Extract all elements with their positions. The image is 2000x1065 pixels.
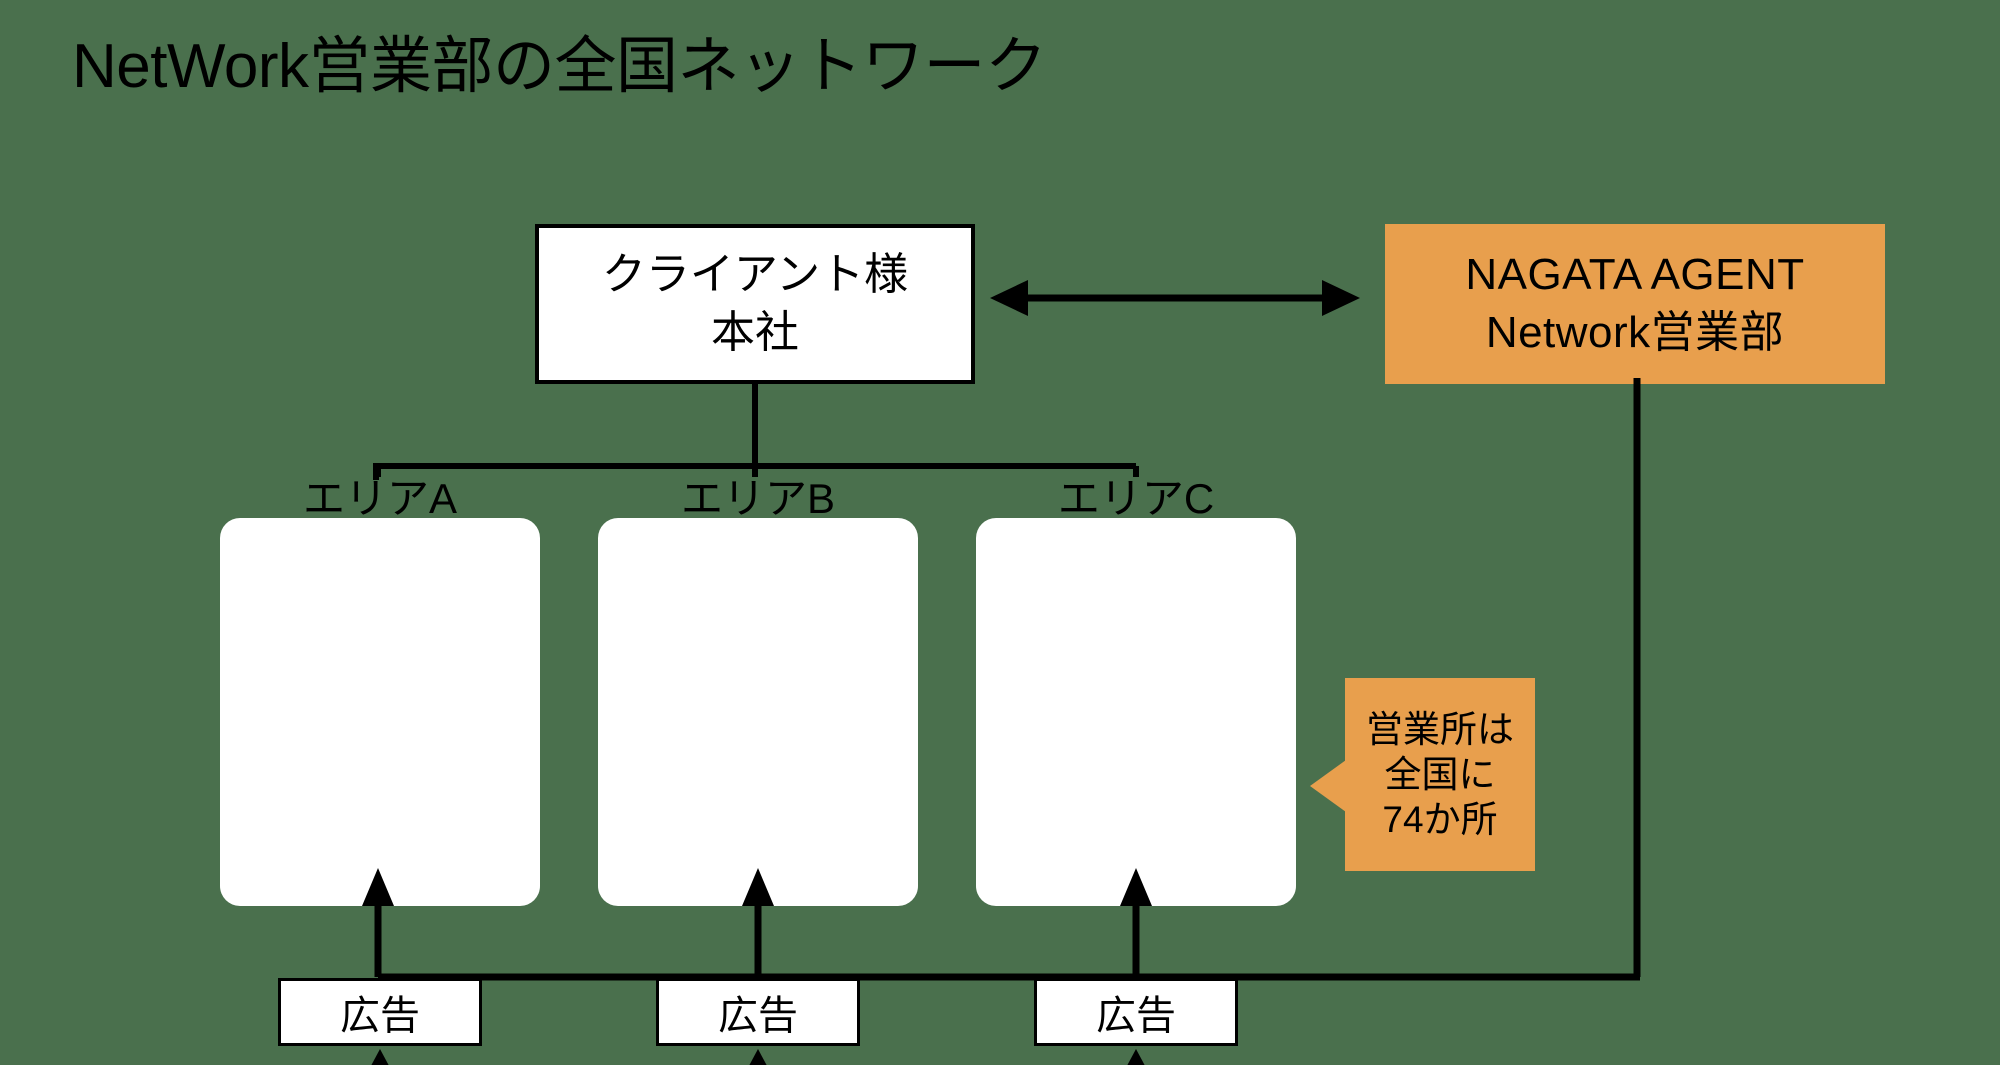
callout-bubble: 営業所は 全国に 74か所 bbox=[1345, 678, 1535, 871]
agency-box-line-2: Network営業部 bbox=[1485, 308, 1785, 357]
area-label-a: エリアA bbox=[302, 475, 457, 522]
office-to-ad-arrow-icon bbox=[361, 1049, 399, 1065]
callout-tail-icon bbox=[1310, 760, 1346, 812]
area-label-b: エリアB bbox=[680, 475, 835, 522]
agency-box-line-1: NAGATA AGENT bbox=[1465, 249, 1805, 299]
callout-line-1: 営業所は bbox=[1366, 708, 1514, 750]
area-card-c: 広告 C営業所 bbox=[976, 518, 1296, 1065]
client-box-line-2: 本社 bbox=[711, 308, 799, 357]
callout-line-2: 全国に bbox=[1384, 753, 1496, 795]
page-title: NetWork営業部の全国ネットワーク bbox=[72, 32, 1047, 101]
feedback-loop-lines bbox=[360, 378, 1660, 998]
client-box-line-1: クライアント様 bbox=[601, 249, 909, 299]
area-label-c: エリアC bbox=[1057, 475, 1215, 522]
ad-box-c: 広告 bbox=[1034, 978, 1238, 1046]
tree-connector-lines bbox=[360, 380, 1160, 540]
client-headquarters-box: クライアント様 本社 bbox=[535, 224, 975, 384]
callout-line-3: 74か所 bbox=[1382, 799, 1498, 841]
office-to-ad-arrow-icon bbox=[1117, 1049, 1155, 1065]
bidirectional-arrow-icon bbox=[990, 276, 1360, 320]
area-card-a: 広告 A営業所 bbox=[220, 518, 540, 1065]
office-to-ad-arrow-icon bbox=[739, 1049, 777, 1065]
agency-box: NAGATA AGENT Network営業部 bbox=[1385, 224, 1885, 384]
area-card-b: 広告 B営業所 bbox=[598, 518, 918, 1065]
